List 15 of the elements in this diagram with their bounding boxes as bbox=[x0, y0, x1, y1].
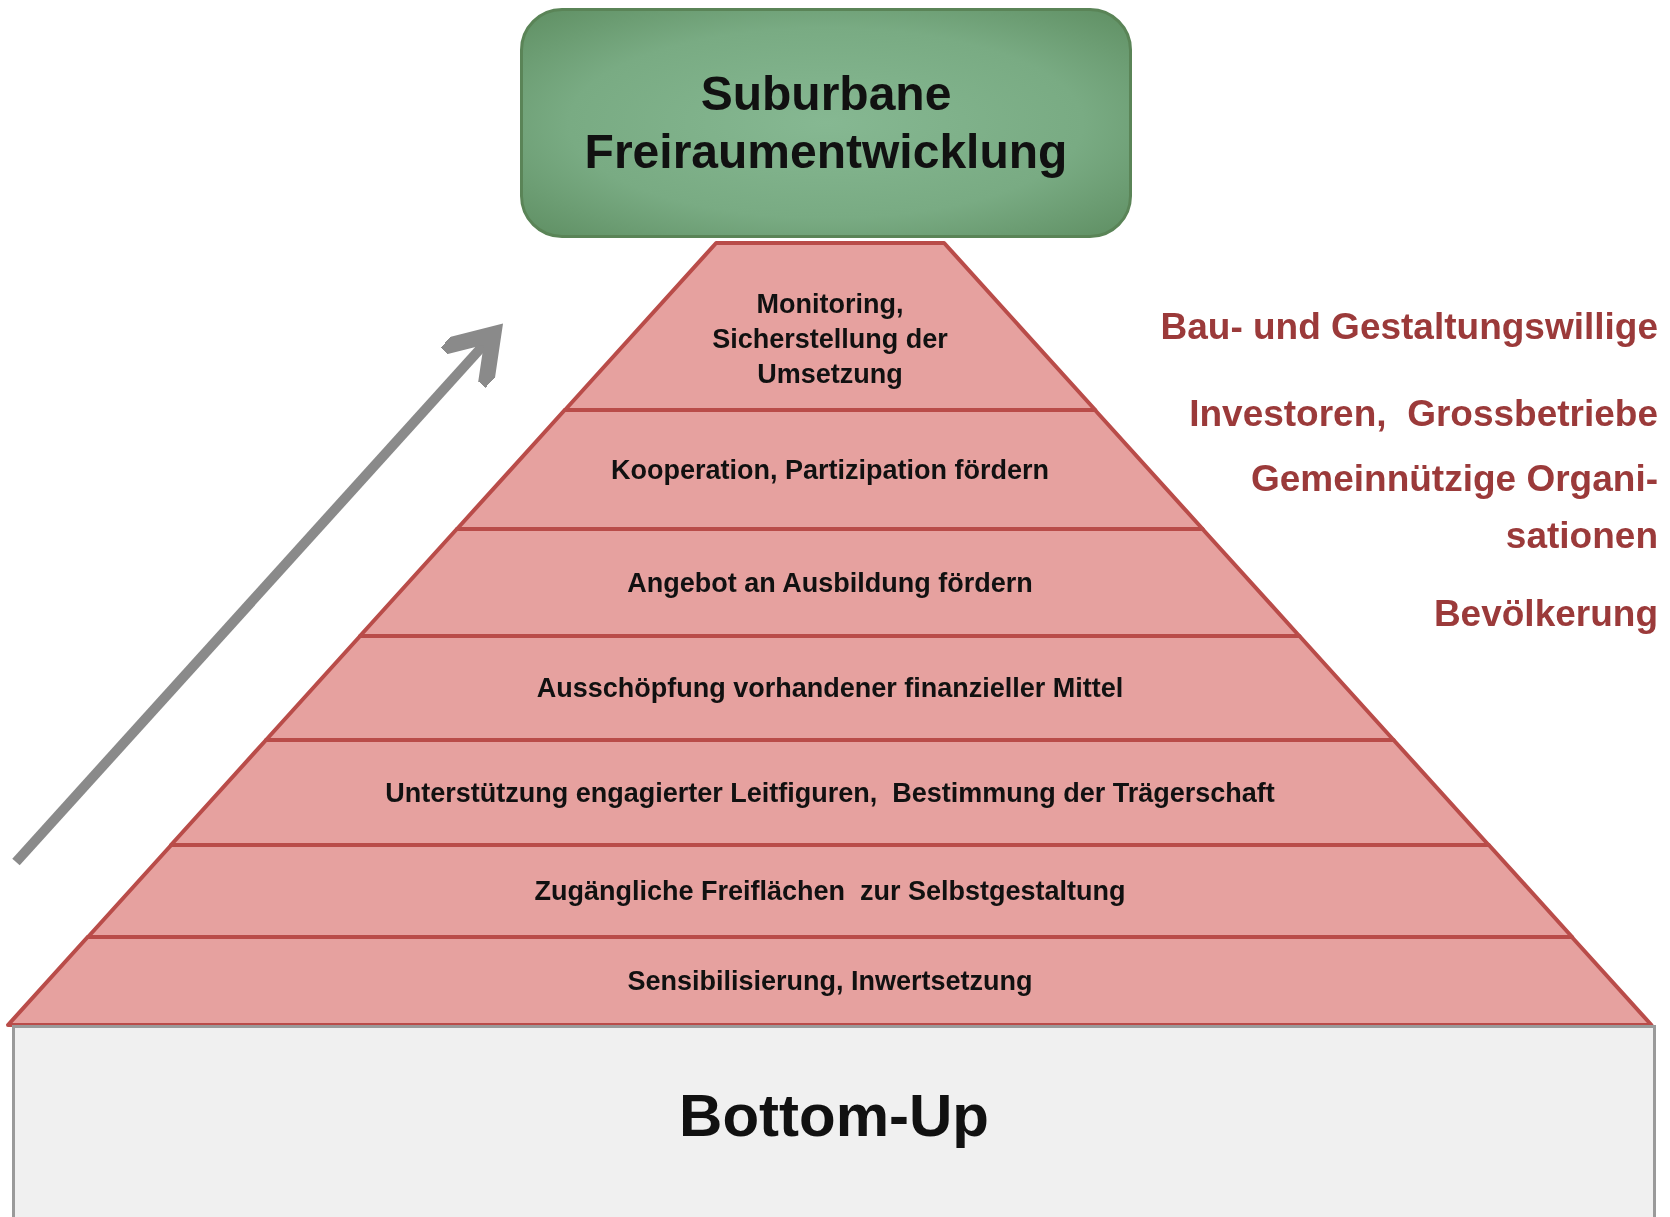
group-label: Investoren, Grossbetriebe bbox=[1188, 392, 1658, 436]
layer-label: Sensibilisierung, Inwertsetzung bbox=[626, 964, 1034, 998]
group-label: Bevölkerung bbox=[1432, 592, 1658, 636]
layer-label: Monitoring, Sicherstellung der Umsetzung bbox=[711, 288, 949, 392]
layer-label: Zugängliche Freiflächen zur Selbstgestaltung bbox=[533, 874, 1127, 908]
group-label: Bau- und Gestaltungswillige bbox=[1159, 305, 1658, 349]
layer-label: Angebot an Ausbildung fördern bbox=[626, 566, 1034, 599]
group-label: Gemeinnützige Organi- sationen bbox=[1249, 457, 1658, 559]
layer-label: Unterstützung engagierter Leitfiguren, Bestimmung der Trägerschaft bbox=[384, 776, 1276, 809]
layer-label: Ausschöpfung vorhandener finanzieller Mittel bbox=[535, 671, 1125, 705]
layer-label: Kooperation, Partizipation fördern bbox=[609, 453, 1050, 486]
goal-box bbox=[520, 8, 1132, 238]
base-band bbox=[12, 1025, 1656, 1217]
goal-title: Suburbane Freiraumentwicklung bbox=[583, 66, 1069, 180]
base-title: Bottom-Up bbox=[679, 1080, 989, 1150]
